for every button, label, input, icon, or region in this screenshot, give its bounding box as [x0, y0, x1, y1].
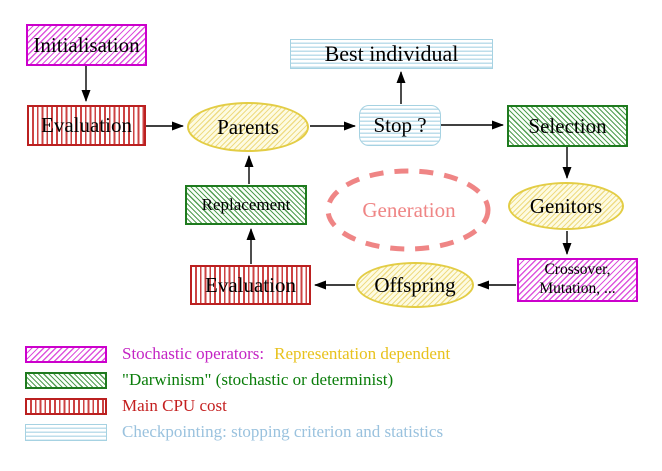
node-initialisation: Initialisation	[26, 24, 147, 66]
node-evaluation-top: Evaluation	[27, 105, 146, 146]
node-best-individual-label: Best individual	[324, 41, 459, 66]
legend-label-representation-dependent: Representation dependent	[274, 344, 451, 363]
node-generation-label: Generation	[362, 197, 456, 222]
node-offspring: Offspring	[356, 262, 474, 308]
legend-label-checkpointing: Checkpointing: stopping criterion and st…	[122, 422, 444, 441]
node-offspring-label: Offspring	[374, 272, 456, 297]
node-initialisation-label: Initialisation	[33, 32, 140, 57]
legend-swatch-cyan-horizontal-stripes	[25, 423, 107, 441]
legend-swatch-magenta-diagonal-hatch	[25, 345, 107, 363]
node-best-individual: Best individual	[290, 39, 493, 69]
generation-cycle-ellipse	[325, 168, 491, 252]
legend-row-checkpointing: Checkpointing: stopping criterion and st…	[25, 422, 443, 442]
node-replacement-label: Replacement	[201, 195, 291, 214]
node-stop: Stop ?	[359, 105, 441, 146]
legend-swatch-red-vertical-stripes	[25, 397, 107, 415]
node-selection-label: Selection	[528, 113, 607, 138]
legend-swatch-green-diagonal-hatch	[25, 371, 107, 389]
node-crossover-mutation: Crossover, Mutation, ...	[517, 258, 638, 302]
legend-row-darwinism: "Darwinism" (stochastic or determinist)	[25, 370, 393, 390]
node-parents-label: Parents	[217, 114, 279, 139]
legend-label-main-cpu-cost: Main CPU cost	[122, 396, 227, 415]
legend-label-stochastic-operators: Stochastic operators:	[122, 344, 265, 363]
legend-row-stochastic-operators: Stochastic operators: Representation dep…	[25, 344, 450, 364]
node-selection: Selection	[507, 105, 628, 147]
node-generation: Generation	[330, 172, 488, 248]
node-genitors: Genitors	[508, 182, 624, 230]
node-evaluation-top-label: Evaluation	[41, 113, 132, 137]
node-replacement: Replacement	[185, 185, 307, 225]
node-stop-label: Stop ?	[373, 113, 427, 137]
node-genitors-label: Genitors	[529, 193, 603, 218]
legend-row-main-cpu-cost: Main CPU cost	[25, 396, 227, 416]
node-parents: Parents	[187, 102, 309, 152]
legend-label-darwinism: "Darwinism" (stochastic or determinist)	[122, 370, 394, 389]
node-crossover-label-line1: Crossover,	[544, 261, 611, 279]
node-evaluation-bottom-label: Evaluation	[205, 272, 296, 297]
node-evaluation-bottom: Evaluation	[190, 265, 311, 305]
node-crossover-label-line2: Mutation, ...	[539, 280, 616, 297]
